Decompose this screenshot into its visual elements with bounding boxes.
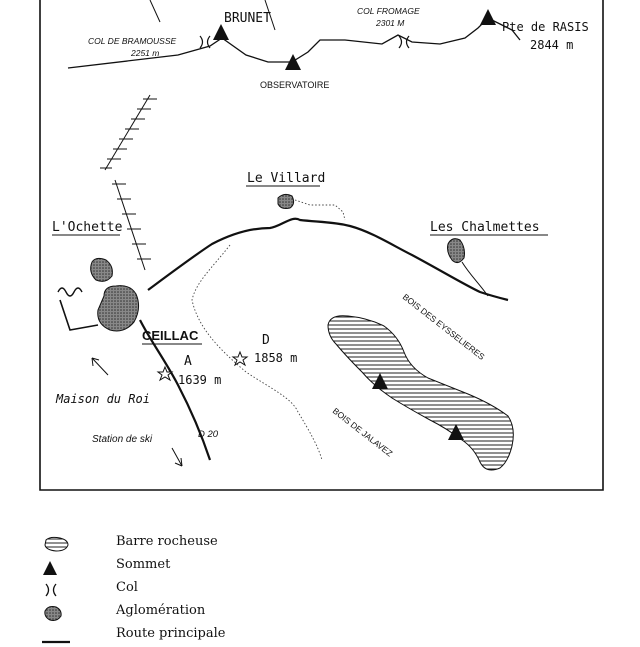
road-west (59, 299, 99, 331)
ridge-spur-west (149, 0, 161, 23)
map-frame (39, 0, 604, 491)
label-site-d: D (262, 333, 270, 348)
col-symbol-bramousse (199, 35, 211, 49)
legend-item-col: Col (40, 578, 600, 601)
summit-rasis (480, 9, 496, 25)
site-a-star (156, 365, 174, 382)
track-villard (294, 199, 346, 221)
label-col-fromage-alt: 2301 M (375, 18, 405, 28)
label-les-chalmettes: Les Chalmettes (430, 220, 540, 235)
summit-brunet (213, 24, 229, 40)
arrow-maison-du-roi (91, 357, 109, 376)
legend-item-road: Route principale (40, 624, 600, 647)
town-ceillac (97, 285, 140, 332)
town-chalmettes (447, 238, 465, 264)
label-maison-du-roi: Maison du Roi (55, 392, 150, 406)
label-col-bramousse-alt: 2251 m (130, 48, 159, 58)
label-l-ochette: L'Ochette (52, 220, 123, 235)
road-line-icon (42, 640, 70, 644)
label-site-d-alt: 1858 m (254, 351, 297, 365)
label-observatoire: OBSERVATOIRE (260, 80, 329, 90)
ridge-line (67, 17, 521, 69)
town-villard (277, 193, 295, 209)
legend-item-rock: Barre rocheuse (40, 532, 600, 555)
ski-lift (100, 94, 157, 271)
label-bois-eysselieres: BOIS DES EYSSELIERES (401, 292, 487, 362)
road-chalmettes (461, 261, 489, 297)
label-ceillac: CEILLAC (142, 328, 199, 343)
legend-item-town: Aglomération (40, 601, 600, 624)
road-d20 (139, 319, 212, 461)
label-site-a: A (184, 354, 192, 369)
legend-label-summit: Sommet (116, 557, 171, 572)
rock-band (327, 315, 514, 471)
map-legend: Barre rocheuse Sommet Col Aglomération R… (40, 532, 600, 647)
summit-rock-1 (372, 373, 388, 389)
summit-rock-2 (448, 424, 464, 440)
legend-label-town: Aglomération (116, 603, 206, 618)
label-pte-rasis: Pte de RASIS (502, 20, 589, 34)
label-pte-rasis-alt: 2844 m (530, 38, 573, 52)
label-le-villard: Le Villard (247, 171, 325, 186)
rock-band-swatch-icon (44, 536, 69, 552)
ridge-spur (264, 0, 276, 31)
summit-triangle-icon (43, 561, 57, 575)
legend-label-road: Route principale (116, 626, 226, 641)
col-symbol-icon (45, 583, 57, 597)
site-d-star (231, 350, 249, 367)
legend-label-rock: Barre rocheuse (116, 534, 218, 549)
road-switchback (57, 287, 83, 297)
col-symbol-fromage (398, 35, 410, 49)
agglomeration-swatch-icon (44, 606, 62, 621)
label-brunet: BRUNET (224, 11, 271, 26)
legend-item-summit: Sommet (40, 555, 600, 578)
town-ochette (90, 257, 113, 282)
label-site-a-alt: 1639 m (178, 373, 221, 387)
track-site-d (191, 244, 323, 461)
label-col-fromage: COL FROMAGE (357, 6, 420, 16)
label-bois-jalavez: BOIS DE JALAVEZ (331, 406, 395, 459)
label-road-d20: D 20 (198, 429, 219, 440)
arrow-station-de-ski (171, 447, 183, 467)
legend-label-col: Col (116, 580, 138, 595)
label-col-bramousse: COL DE BRAMOUSSE (88, 36, 177, 46)
summit-observatoire (285, 54, 301, 70)
label-station-de-ski: Station de ski (92, 434, 153, 445)
main-road (147, 217, 509, 302)
